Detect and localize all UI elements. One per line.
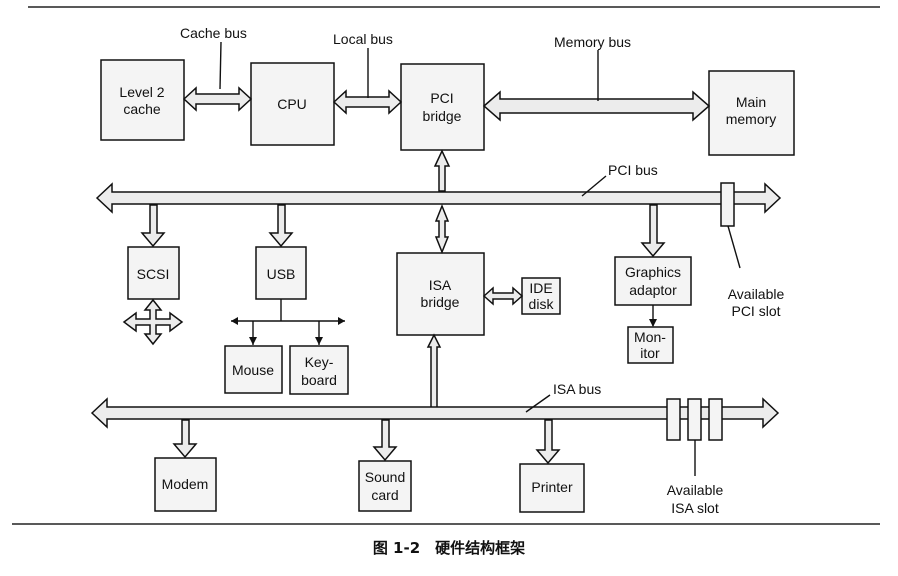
figure-caption: 图 1-2 硬件结构框架 bbox=[372, 539, 526, 557]
level2-cache-box bbox=[100, 59, 185, 141]
sound-card-label-2: card bbox=[371, 487, 398, 503]
local-bus-arrow bbox=[332, 89, 403, 115]
pci-bus bbox=[95, 182, 782, 214]
keyboard-label-2: board bbox=[301, 372, 337, 388]
pci-bridge-label-2: bridge bbox=[423, 108, 462, 124]
graphics-adaptor-label-2: adaptor bbox=[629, 282, 677, 298]
scsi-box bbox=[127, 246, 180, 300]
isa-slot-label-2: ISA slot bbox=[671, 500, 719, 516]
graphics-to-monitor-arrowhead bbox=[649, 319, 657, 327]
scsi-external-arrow bbox=[122, 298, 184, 346]
cache-bus-pointer bbox=[219, 41, 222, 90]
cache-bus-label: Cache bus bbox=[180, 25, 247, 41]
graphics-adaptor-box bbox=[614, 256, 692, 306]
ide-disk-label-2: disk bbox=[529, 296, 555, 312]
cpu-box bbox=[250, 62, 335, 146]
isa-slot-2 bbox=[687, 398, 702, 441]
mouse-label: Mouse bbox=[232, 362, 274, 378]
pci-isa-bridge-arrow bbox=[434, 203, 450, 255]
ide-disk-label-1: IDE bbox=[529, 280, 552, 296]
modem-label: Modem bbox=[162, 476, 209, 492]
usb-left-arrowhead bbox=[231, 317, 238, 325]
graphics-adaptor-label-1: Graphics bbox=[625, 264, 681, 280]
pci-bus-pointer bbox=[581, 175, 607, 197]
cache-bus-arrow bbox=[182, 86, 253, 112]
isa-slot-3 bbox=[708, 398, 723, 441]
pci-slot bbox=[720, 182, 735, 227]
isa-bus-label: ISA bus bbox=[553, 381, 601, 397]
usb-box bbox=[255, 246, 307, 300]
isa-to-ide-arrow bbox=[482, 286, 524, 306]
main-memory-label-2: memory bbox=[726, 111, 777, 127]
memory-bus-arrow bbox=[482, 90, 711, 122]
local-bus-label: Local bus bbox=[333, 31, 393, 47]
monitor-label-2: itor bbox=[640, 345, 660, 361]
isa-slot-1 bbox=[666, 398, 681, 441]
isa-bus-pointer bbox=[525, 394, 551, 413]
pci-bus-label: PCI bus bbox=[608, 162, 658, 178]
pci-slot-label-1: Available bbox=[728, 286, 785, 302]
printer-box bbox=[519, 463, 585, 513]
scsi-label: SCSI bbox=[137, 266, 170, 282]
pci-slot-label-2: PCI slot bbox=[731, 303, 780, 319]
pci-to-scsi-arrow bbox=[140, 204, 166, 248]
main-memory-label-1: Main bbox=[736, 94, 766, 110]
usb-to-keyboard-arrowhead bbox=[315, 337, 323, 345]
mouse-box bbox=[224, 345, 283, 394]
isa-bridge-label-1: ISA bbox=[429, 277, 452, 293]
usb-right-arrowhead bbox=[338, 317, 345, 325]
isa-slot-label-1: Available bbox=[667, 482, 724, 498]
monitor-box bbox=[627, 326, 674, 364]
isa-bridge-label-2: bridge bbox=[421, 294, 460, 310]
ide-disk-box bbox=[521, 277, 561, 315]
isa-to-sound-card-arrow bbox=[372, 419, 398, 462]
level2-cache-label-1: Level 2 bbox=[119, 84, 164, 100]
pci-bridge-up-arrowhead bbox=[433, 149, 451, 192]
level2-cache-label-2: cache bbox=[123, 101, 161, 117]
modem-box bbox=[154, 457, 217, 512]
pci-bridge-label-1: PCI bbox=[430, 90, 453, 106]
cpu-label: CPU bbox=[277, 96, 307, 112]
isa-to-modem-arrow bbox=[172, 419, 198, 459]
printer-label: Printer bbox=[531, 479, 573, 495]
isa-bus bbox=[90, 397, 780, 429]
memory-bus-label: Memory bus bbox=[554, 34, 631, 50]
isa-bridge-box bbox=[396, 252, 485, 336]
main-memory-box bbox=[708, 70, 795, 156]
isa-bridge-to-isa-bus-arrow bbox=[426, 333, 442, 414]
pci-bridge-box bbox=[400, 63, 485, 151]
pci-to-usb-arrow bbox=[268, 204, 294, 248]
pci-slot-pointer bbox=[727, 225, 741, 269]
keyboard-box bbox=[289, 345, 349, 395]
usb-label: USB bbox=[267, 266, 296, 282]
isa-to-printer-arrow bbox=[535, 419, 561, 465]
keyboard-label-1: Key- bbox=[305, 354, 334, 370]
monitor-label-1: Mon- bbox=[634, 329, 666, 345]
sound-card-label-1: Sound bbox=[365, 469, 405, 485]
pci-to-graphics-arrow bbox=[640, 204, 666, 258]
usb-to-mouse-arrowhead bbox=[249, 337, 257, 345]
